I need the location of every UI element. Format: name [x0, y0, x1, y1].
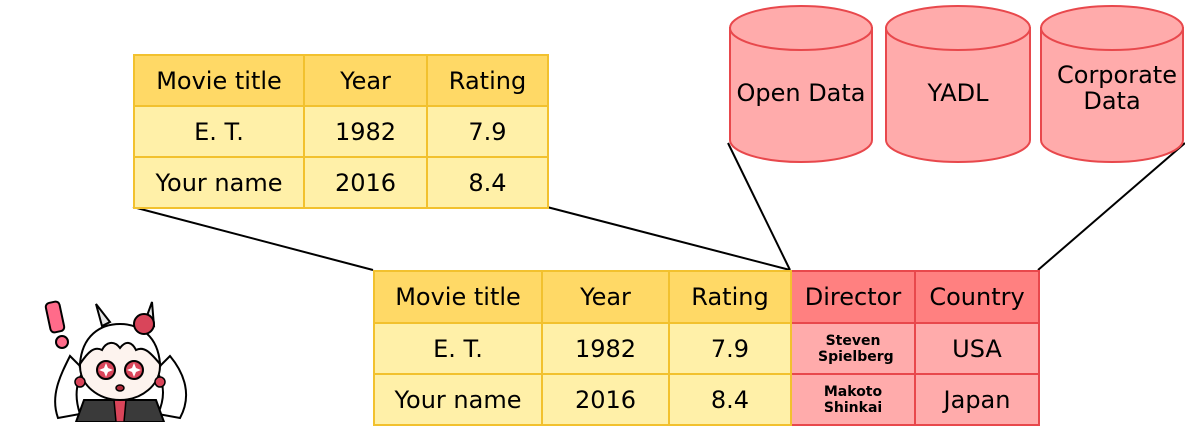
director-cell: Makoto Shinkai: [790, 373, 916, 426]
director-cell: Steven Spielberg: [790, 322, 916, 375]
country-cell: USA: [914, 322, 1040, 375]
country-cell: Japan: [914, 373, 1040, 426]
source-table: Movie title Year Rating E. T. 1982 7.9 Y…: [133, 54, 549, 209]
table-cell: Your name: [373, 373, 543, 426]
database-cylinder-icon: [729, 5, 873, 163]
data-source-yadl: YADL: [884, 4, 1032, 164]
surprised-character-icon: [44, 300, 188, 422]
table-row: Your name 2016 8.4 Makoto Shinkai Japan: [373, 373, 1040, 426]
connector-line: [727, 142, 791, 271]
table-cell: 7.9: [668, 322, 792, 375]
header-cell: Movie title: [133, 54, 305, 107]
header-cell: Movie title: [373, 270, 543, 324]
table-row: E. T. 1982 7.9: [133, 105, 549, 158]
data-source-label: Open Data: [736, 79, 866, 107]
header-cell: Year: [303, 54, 428, 107]
header-cell-country: Country: [914, 270, 1040, 324]
table-row: E. T. 1982 7.9 Steven Spielberg USA: [373, 322, 1040, 375]
table-cell: Your name: [133, 156, 305, 209]
joined-table: Movie title Year Rating Director Country…: [373, 270, 1040, 426]
data-source-label: YADL: [927, 79, 989, 107]
connector-line: [1037, 142, 1185, 271]
header-cell: Rating: [668, 270, 792, 324]
table-header-row: Movie title Year Rating Director Country: [373, 270, 1040, 324]
table-cell: 7.9: [426, 105, 549, 158]
data-source-open-data: Open Data: [728, 4, 874, 164]
table-cell: 8.4: [668, 373, 792, 426]
table-cell: 2016: [541, 373, 670, 426]
data-source-corporate-data: Corporate Data: [1039, 4, 1185, 164]
table-cell: 1982: [303, 105, 428, 158]
table-cell: 8.4: [426, 156, 549, 209]
connector-line: [132, 206, 374, 271]
table-row: Your name 2016 8.4: [133, 156, 549, 209]
table-header-row: Movie title Year Rating: [133, 54, 549, 107]
data-source-label: Corporate Data: [1057, 61, 1177, 115]
table-cell: 2016: [303, 156, 428, 209]
connector-line: [546, 206, 791, 271]
table-cell: 1982: [541, 322, 670, 375]
header-cell: Rating: [426, 54, 549, 107]
table-cell: E. T.: [133, 105, 305, 158]
header-cell-director: Director: [790, 270, 916, 324]
table-cell: E. T.: [373, 322, 543, 375]
database-cylinder-icon: [885, 5, 1031, 163]
header-cell: Year: [541, 270, 670, 324]
database-cylinder-icon: [1040, 5, 1184, 163]
